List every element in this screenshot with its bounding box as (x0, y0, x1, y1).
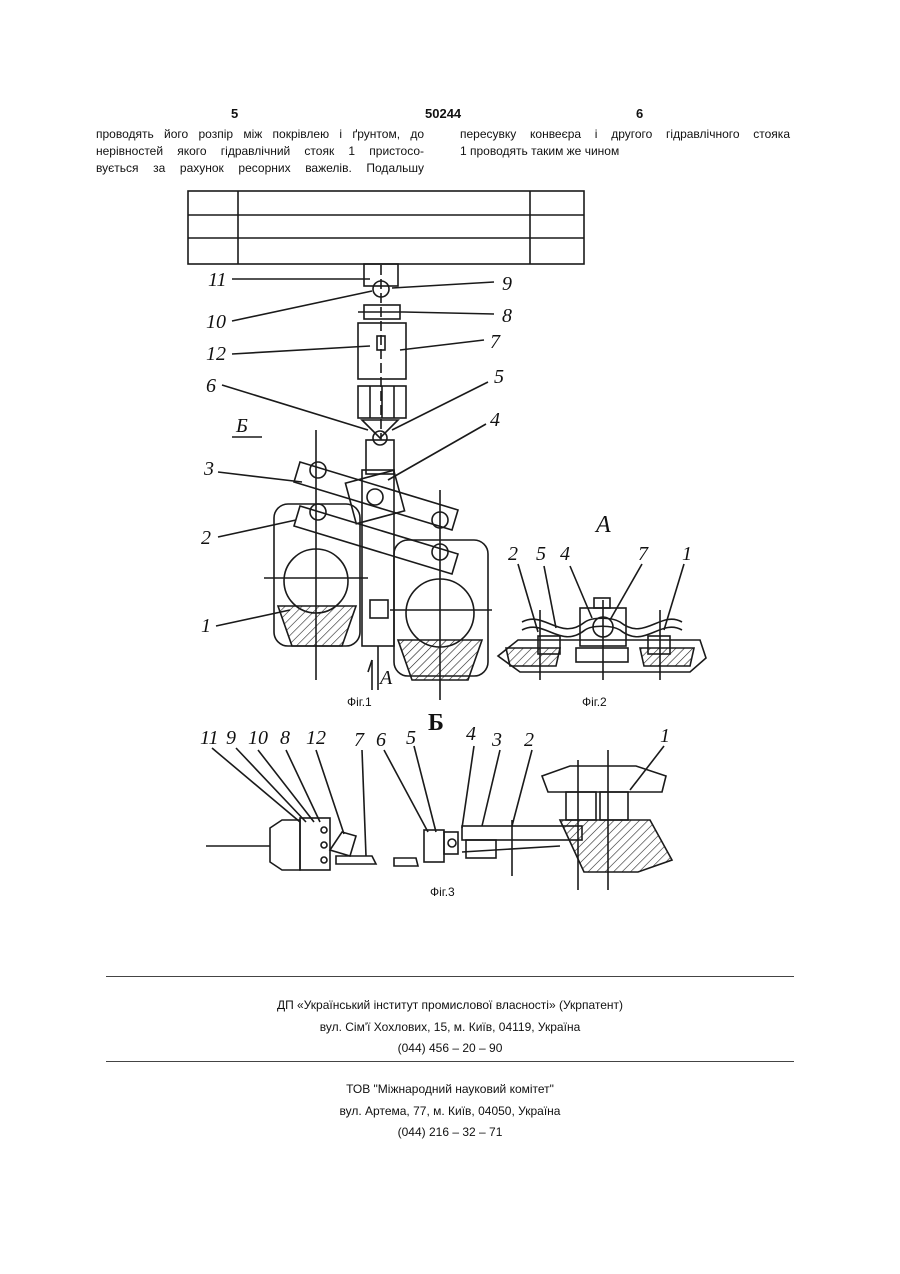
callout-label: 10 (248, 727, 268, 749)
callout-label: 7 (638, 543, 649, 565)
printer-phone: (044) 216 – 32 – 71 (0, 1125, 900, 1139)
callout-label: 7 (490, 331, 501, 353)
figure-caption: Фіг.2 (582, 695, 607, 709)
callout-label: 1 (660, 725, 670, 747)
callout-label: 12 (206, 343, 226, 365)
section-letter: А (378, 667, 393, 689)
figure-3 (206, 746, 672, 890)
callout-label: 5 (536, 543, 546, 565)
callout-label: 9 (502, 273, 512, 295)
callout-label: 3 (203, 458, 214, 480)
callout-label: 2 (508, 543, 518, 565)
figure-1 (188, 191, 584, 700)
callout-label: 4 (560, 543, 570, 565)
view-letter: А (594, 512, 611, 538)
view-letter: Б (235, 415, 248, 437)
figure-2 (498, 564, 706, 680)
callout-label: 1 (682, 543, 692, 565)
figure-caption: Фіг.3 (430, 885, 455, 899)
divider (106, 1061, 794, 1062)
figure-2-callouts: 2 5 4 7 1 А (508, 512, 692, 565)
view-letter: Б (428, 710, 444, 736)
callout-label: 1 (201, 615, 211, 637)
callout-label: 11 (200, 727, 219, 749)
callout-label: 8 (280, 727, 290, 749)
printer-name: ТОВ "Міжнародний науковий комітет" (0, 1082, 900, 1096)
callout-label: 5 (406, 727, 416, 749)
callout-label: 10 (206, 311, 226, 333)
callout-label: 4 (490, 409, 500, 431)
callout-label: 2 (524, 729, 534, 751)
callout-label: 12 (306, 727, 326, 749)
figure-caption: Фіг.1 (347, 695, 372, 709)
callout-label: 8 (502, 305, 512, 327)
callout-label: 9 (226, 727, 236, 749)
callout-label: 4 (466, 723, 476, 745)
callout-label: 3 (491, 729, 502, 751)
callout-label: 5 (494, 366, 504, 388)
callout-label: 7 (354, 729, 365, 751)
callout-label: 6 (376, 729, 386, 751)
callout-label: 6 (206, 375, 216, 397)
patent-drawings: 11 10 12 6 3 2 1 9 8 7 5 4 Б А Фіг.1 (0, 0, 900, 960)
callout-label: 11 (208, 269, 227, 291)
printer-address: вул. Артема, 77, м. Київ, 04050, Україна (0, 1104, 900, 1118)
publisher-phone: (044) 456 – 20 – 90 (0, 1041, 900, 1055)
divider (106, 976, 794, 977)
publisher-name: ДП «Український інститут промислової вла… (0, 998, 900, 1012)
figure-3-callouts: 11 9 10 8 12 7 6 5 4 3 2 1 Б (200, 710, 670, 751)
publisher-address: вул. Сім'ї Хохлових, 15, м. Київ, 04119,… (0, 1020, 900, 1034)
callout-label: 2 (201, 527, 211, 549)
